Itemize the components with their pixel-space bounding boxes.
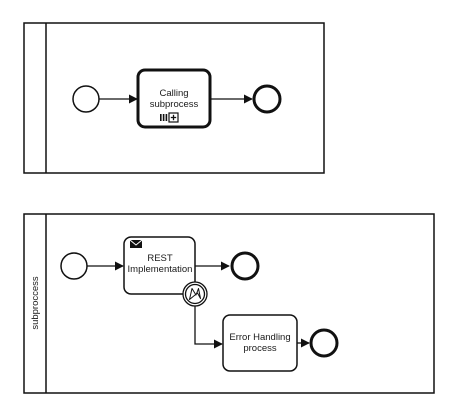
pool-bottom-label: subproccess [30,276,41,330]
task-rest-label-line1: REST [147,253,173,264]
task-error-handling-process[interactable]: Error Handling process [222,314,298,372]
start-event-bottom[interactable] [60,252,88,280]
task-rest-label-line2: Implementation [128,264,193,275]
flow-error-to-handling[interactable] [194,306,223,349]
call-activity-label-line2: subprocess [150,99,199,110]
start-event-top[interactable] [72,85,100,113]
end-event-bottom-2[interactable] [309,328,339,358]
task-error-label-line2: process [243,343,277,354]
call-activity-calling-subprocess[interactable]: Calling subprocess [136,68,212,129]
envelope-icon [129,239,143,248]
end-event-bottom-1[interactable] [230,251,260,281]
end-event-top[interactable] [252,84,282,114]
error-boundary-event[interactable] [182,281,208,307]
multi-instance-parallel-icon [160,114,168,121]
task-error-label-line1: Error Handling [229,332,290,343]
error-lightning-icon [189,288,201,300]
collapsed-subprocess-plus-icon [168,112,179,123]
task-rest-implementation[interactable]: REST Implementation [123,236,196,295]
call-activity-label-line1: Calling [159,88,188,99]
